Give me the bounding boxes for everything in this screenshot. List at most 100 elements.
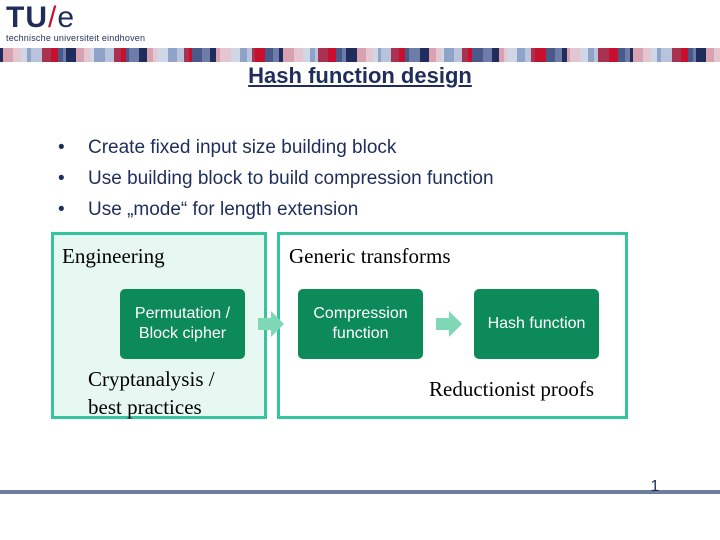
stripe-segment — [444, 48, 454, 62]
arrow-right-icon — [258, 311, 284, 337]
stripe-segment — [436, 48, 441, 62]
stripe-segment — [594, 48, 598, 62]
stripe-segment — [210, 48, 216, 62]
bullet-text: Use „mode“ for length extension — [88, 199, 359, 220]
stripe-segment — [693, 48, 696, 62]
page-number: 1 — [650, 478, 660, 495]
stripe-segment — [147, 48, 153, 62]
stripe-segment — [618, 48, 625, 62]
stripe-segment — [31, 48, 42, 62]
stripe-segment — [114, 48, 121, 62]
stripe-segment — [570, 48, 580, 62]
slide-title-text: Hash function design — [248, 63, 472, 88]
stripe-segment — [294, 48, 303, 62]
stripe-segment — [696, 48, 706, 62]
header-stripe — [0, 48, 720, 62]
stripe-segment — [507, 48, 517, 62]
stripe-segment — [184, 48, 189, 62]
logo-wordmark: TU/e — [6, 2, 145, 34]
permutation-node: Permutation / Block cipher — [120, 289, 245, 359]
stripe-segment — [429, 48, 436, 62]
stripe-segment — [567, 48, 570, 62]
stripe-segment — [240, 48, 247, 62]
stripe-segment — [63, 48, 66, 62]
stripe-segment — [598, 48, 609, 62]
stripe-segment — [168, 48, 177, 62]
stripe-segment — [247, 48, 252, 62]
stripe-segment — [310, 48, 315, 62]
stripe-segment — [609, 48, 618, 62]
stripe-segment — [42, 48, 51, 62]
stripe-segment — [630, 48, 633, 62]
stripe-segment — [441, 48, 444, 62]
stripe-segment — [688, 48, 693, 62]
stripe-segment — [76, 48, 84, 62]
stripe-segment — [625, 48, 630, 62]
stripe-segment — [105, 48, 114, 62]
stripe-segment — [189, 48, 192, 62]
stripe-segment — [405, 48, 409, 62]
stripe-segment — [129, 48, 139, 62]
stripe-segment — [303, 48, 310, 62]
stripe-segment — [346, 48, 357, 62]
stripe-segment — [13, 48, 21, 62]
cryptanalysis-label: Cryptanalysis /best practices — [88, 365, 215, 421]
logo-slash: / — [48, 1, 58, 34]
stripe-segment — [399, 48, 405, 62]
stripe-segment — [643, 48, 651, 62]
stripe-segment — [588, 48, 594, 62]
stripe-segment — [535, 48, 546, 62]
logo-subtitle: technische universiteit eindhoven — [6, 33, 146, 43]
stripe-segment — [231, 48, 240, 62]
stripe-segment — [0, 48, 3, 62]
stripe-segment — [21, 48, 27, 62]
stripe-segment — [462, 48, 468, 62]
stripe-segment — [357, 48, 366, 62]
stripe-segment — [153, 48, 157, 62]
stripe-segment — [94, 48, 105, 62]
stripe-segment — [27, 48, 31, 62]
stripe-segment — [391, 48, 399, 62]
generic-transforms-label: Generic transforms — [289, 244, 451, 268]
bullet-marker: • — [58, 137, 65, 158]
stripe-segment — [661, 48, 672, 62]
stripe-segment — [454, 48, 462, 62]
stripe-segment — [84, 48, 90, 62]
stripe-segment — [126, 48, 129, 62]
stripe-segment — [157, 48, 168, 62]
stripe-segment — [216, 48, 220, 62]
stripe-segment — [531, 48, 535, 62]
logo-e: e — [57, 1, 76, 34]
stripe-segment — [328, 48, 336, 62]
compression-node: Compression function — [298, 289, 423, 359]
stripe-segment — [672, 48, 681, 62]
logo-tu: TU — [6, 1, 48, 34]
stripe-segment — [499, 48, 504, 62]
stripe-segment — [420, 48, 429, 62]
stripe-segment — [525, 48, 531, 62]
stripe-segment — [252, 48, 255, 62]
bullet-list: •Create fixed input size building block … — [58, 132, 494, 225]
stripe-segment — [315, 48, 318, 62]
stripe-segment — [468, 48, 472, 62]
stripe-segment — [283, 48, 294, 62]
stripe-segment — [681, 48, 688, 62]
stripe-segment — [51, 48, 58, 62]
stripe-segment — [318, 48, 328, 62]
bullet-text: Create fixed input size building block — [88, 137, 397, 158]
stripe-segment — [472, 48, 483, 62]
reductionist-proofs-label: Reductionist proofs — [429, 377, 595, 401]
stripe-segment — [517, 48, 525, 62]
stripe-segment — [492, 48, 499, 62]
stripe-segment — [580, 48, 588, 62]
bullet-text: Use building block to build compression … — [88, 168, 494, 189]
footer-divider — [0, 490, 720, 494]
stripe-segment — [409, 48, 420, 62]
stripe-segment — [177, 48, 184, 62]
stripe-segment — [504, 48, 507, 62]
stripe-segment — [483, 48, 492, 62]
stripe-segment — [273, 48, 279, 62]
stripe-segment — [336, 48, 342, 62]
stripe-segment — [255, 48, 265, 62]
bullet-marker: • — [58, 168, 65, 189]
